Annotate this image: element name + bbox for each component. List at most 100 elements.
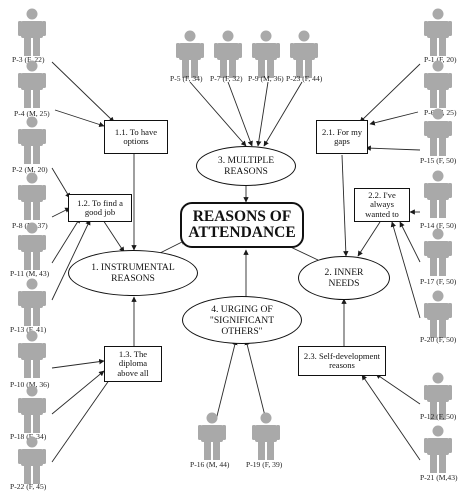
subcategory-2-3-label: 2.3. Self-development reasons: [303, 350, 381, 370]
connector-p2: [51, 167, 71, 199]
label-p5: P-5 (F, 34): [170, 74, 203, 83]
label-p18: P-18 (F, 34): [10, 432, 47, 441]
person-icon: [424, 60, 452, 108]
person-icon: [424, 8, 452, 56]
label-p10: P-10 (M, 36): [10, 380, 50, 389]
label-p15: P-15 (F, 50): [420, 156, 457, 165]
connector-p3: [51, 61, 115, 123]
person-p17: [424, 228, 452, 276]
connector-p17: [399, 221, 421, 263]
connector-p10: [51, 358, 105, 369]
person-icon: [198, 412, 226, 460]
category-instrumental-label: 1. INSTRUMENTAL REASONS: [91, 262, 175, 284]
connector-p23: [263, 81, 303, 147]
category-inner-label: 2. INNER NEEDS: [324, 267, 364, 289]
person-p2: [18, 116, 46, 164]
connector-p22: [51, 375, 113, 463]
person-p12: [424, 372, 452, 420]
connector-p13: [51, 219, 91, 301]
connector-p9: [256, 81, 269, 147]
label-p2: P-2 (M, 20): [12, 165, 48, 174]
connector-s2-2: [357, 221, 381, 257]
label-p14: P-14 (F, 50): [420, 221, 457, 230]
category-instrumental: 1. INSTRUMENTAL REASONS: [68, 250, 198, 296]
person-p8: [18, 172, 46, 220]
person-p19: [252, 412, 280, 460]
subcategory-2-2: 2.2. I've always wanted to: [354, 188, 410, 222]
person-icon: [424, 108, 452, 156]
connector-p8: [51, 207, 71, 218]
label-p13: P-13 (F, 41): [10, 325, 47, 334]
subcategory-2-2-label: 2.2. I've always wanted to: [365, 189, 399, 219]
person-icon: [18, 278, 46, 326]
person-p13: [18, 278, 46, 326]
label-p22: P-22 (F, 45): [10, 482, 47, 491]
connector-p11: [51, 217, 81, 264]
connector-s2-1: [341, 154, 349, 257]
person-icon: [18, 172, 46, 220]
category-multiple-label: 3. MULTIPLE REASONS: [217, 155, 275, 177]
subcategory-1-1: 1.1. To have options: [104, 120, 168, 154]
person-icon: [18, 222, 46, 270]
central-title-label: REASONS OF ATTENDANCE: [188, 208, 296, 241]
subcategory-2-1-label: 2.1. For my gaps: [321, 126, 363, 146]
person-icon: [424, 170, 452, 218]
connector-p15: [365, 145, 421, 151]
person-icon: [252, 30, 280, 78]
person-p21: [424, 425, 452, 473]
category-inner: 2. INNER NEEDS: [298, 256, 390, 300]
person-p4: [18, 60, 46, 108]
subcategory-1-3-label: 1.3. The diploma above all: [117, 348, 149, 378]
connector-p12: [375, 373, 421, 405]
subcategory-1-3: 1.3. The diploma above all: [104, 346, 162, 382]
connector-p19: [244, 339, 267, 421]
label-p17: P-17 (F, 50): [420, 277, 457, 286]
person-icon: [424, 372, 452, 420]
subcategory-1-2: 1.2. To find a good job: [68, 194, 132, 222]
connector-s1-2: [102, 219, 125, 253]
connector-p18: [51, 370, 105, 415]
person-icon: [18, 60, 46, 108]
connector-p16: [215, 339, 238, 421]
person-icon: [252, 412, 280, 460]
person-icon: [290, 30, 318, 78]
person-p5: [176, 30, 204, 78]
person-icon: [214, 30, 242, 78]
person-p10: [18, 330, 46, 378]
connector-p4: [54, 109, 105, 128]
person-p3: [18, 8, 46, 56]
label-p21: P-21 (M,43): [420, 473, 458, 482]
person-p9: [252, 30, 280, 78]
person-icon: [18, 8, 46, 56]
label-p9: P-9 (M, 36): [248, 74, 284, 83]
person-p11: [18, 222, 46, 270]
person-p1: [424, 8, 452, 56]
central-title: REASONS OF ATTENDANCE: [180, 202, 304, 248]
label-p20: P-20 (F, 50): [420, 335, 457, 344]
person-p6: [424, 60, 452, 108]
label-p1: P-1 (F, 20): [424, 55, 457, 64]
subcategory-2-3: 2.3. Self-development reasons: [298, 346, 386, 376]
person-icon: [18, 385, 46, 433]
category-urging: 4. URGING OF "SIGNIFICANT OTHERS": [182, 296, 302, 344]
label-p11: P-11 (M, 43): [10, 269, 50, 278]
person-icon: [424, 425, 452, 473]
person-icon: [18, 116, 46, 164]
label-p19: P-19 (F, 39): [246, 460, 283, 469]
person-icon: [424, 228, 452, 276]
label-p12: P-12 (F, 50): [420, 412, 457, 421]
person-icon: [18, 436, 46, 484]
person-icon: [18, 330, 46, 378]
person-p23: [290, 30, 318, 78]
category-urging-label: 4. URGING OF "SIGNIFICANT OTHERS": [209, 303, 275, 337]
label-p4: P-4 (M, 25): [14, 109, 50, 118]
connector-p21: [361, 374, 421, 461]
person-icon: [176, 30, 204, 78]
connector-p1: [359, 63, 421, 123]
connector-p6: [369, 111, 419, 126]
person-p20: [424, 290, 452, 338]
person-p14: [424, 170, 452, 218]
person-p7: [214, 30, 242, 78]
